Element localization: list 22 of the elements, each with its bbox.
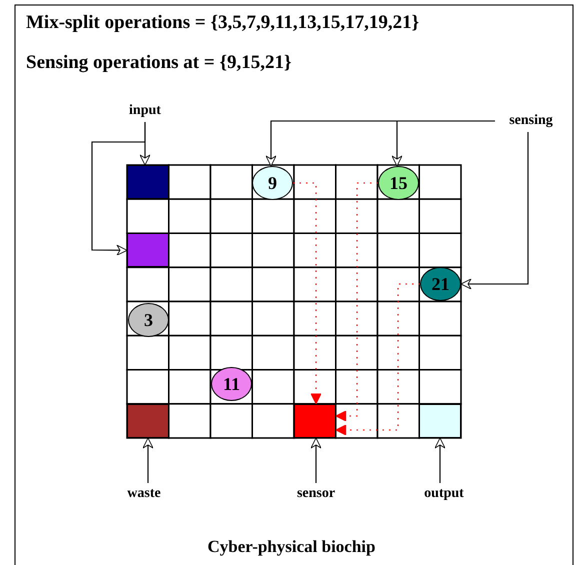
reservoir-cell — [127, 165, 169, 200]
arrow — [460, 132, 529, 290]
arrow — [434, 438, 446, 483]
arrow — [91, 122, 146, 256]
heading-text: Mix-split operations = {3,5,7,9,11,13,15,17,19,21} — [26, 12, 420, 34]
arrow — [392, 120, 495, 166]
output-reservoir-cell — [419, 404, 461, 438]
dotted-route-arrow — [335, 182, 378, 422]
port-label: input — [115, 100, 175, 122]
port-label: output — [410, 483, 478, 505]
dotted-route-arrow — [293, 182, 322, 404]
heading-text: Sensing operations at = {9,15,21} — [26, 52, 292, 74]
caption: Cyber-physical biochip — [206, 537, 376, 557]
port-label: sensor — [283, 483, 349, 505]
port-label: waste — [113, 483, 175, 505]
reservoir-cell — [127, 233, 169, 268]
dotted-route-arrow — [335, 283, 420, 436]
arrow — [310, 438, 322, 483]
port-label: sensing — [495, 110, 567, 132]
arrow — [142, 438, 154, 483]
sensor-cell — [294, 404, 336, 438]
waste-reservoir-cell — [127, 404, 169, 438]
